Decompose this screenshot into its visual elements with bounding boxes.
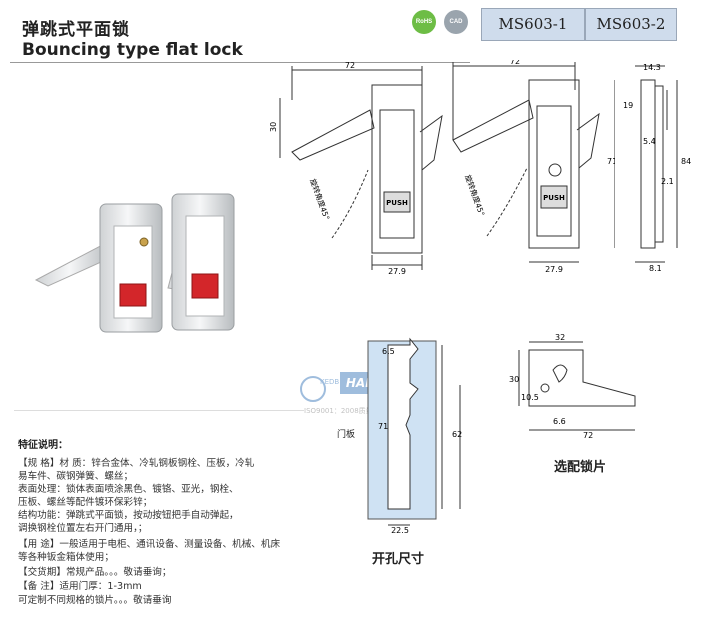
dim-length: 72 <box>583 431 593 440</box>
product-photo <box>34 193 235 333</box>
push-label: PUSH <box>543 194 565 202</box>
lockpiece-caption: 选配锁片 <box>554 460 607 475</box>
dim-thin: 2.1 <box>661 177 674 186</box>
drawing-cutout: 6.5 71 62 22.5 <box>367 337 462 535</box>
spec-line: 易车件、碳钢弹簧、螺丝； <box>18 471 134 482</box>
spec-line: 调换钢栓位置左右开门通用，； <box>18 523 148 534</box>
specs-title: 特征说明： <box>18 440 68 451</box>
logo-ring-icon <box>300 376 326 402</box>
spec-line: 可定制不同规格的锁片。。。敬请垂询 <box>18 595 172 606</box>
dim-top: 6.5 <box>382 347 395 356</box>
dim-small: 5.4 <box>643 137 656 146</box>
dim-hole: 10.5 <box>521 393 539 402</box>
spec-line: 压板、螺丝等配件镀环保彩锌； <box>18 497 153 508</box>
drawing-lockpiece: 32 30 10.5 6.6 72 <box>509 333 636 440</box>
angle-label: 旋转角度45° <box>308 177 332 221</box>
spec-line: 【交货期】常规产品。。。敬请垂询； <box>18 567 172 578</box>
dim-width: 72 <box>510 60 520 66</box>
dim-height: 30 <box>509 375 519 384</box>
model-tab-ms603-2[interactable]: MS603-2 <box>585 8 677 41</box>
dim-width: 22.5 <box>391 526 409 535</box>
spec-line: 表面处理：锁体表面喷涂黑色、镀铬、亚光，钢栓、 <box>18 484 239 495</box>
dim-height: 62 <box>452 430 462 439</box>
drawing-front-view-1: 72 30 27.9 旋转角度45° PUSH <box>270 61 443 275</box>
push-label: PUSH <box>386 199 408 207</box>
model-tab-ms603-1[interactable]: MS603-1 <box>481 8 585 41</box>
door-label: 门板 <box>337 430 356 440</box>
spec-line: 结构功能：弹跳式平面锁，按动按钮把手自动弹起， <box>18 510 239 521</box>
cad-icon: CAD <box>444 10 468 34</box>
title-chinese: 弹跳式平面锁 <box>22 20 130 40</box>
dim-inner: 71 <box>378 422 388 431</box>
spec-line: 等各种钣金箱体使用； <box>18 552 114 563</box>
spec-line: 【规 格】材 质：锌合金体、冷轧钢板钢栓、压板，冷轧 <box>18 458 255 469</box>
title-english: Bouncing type flat lock <box>22 40 243 60</box>
dim-height: 71 <box>607 157 615 166</box>
dim-offset: 19 <box>623 101 633 110</box>
specs-divider <box>14 410 304 411</box>
spec-line: 【备 注】适用门厚：1-3mm <box>18 581 142 592</box>
dim-base: 27.9 <box>388 267 406 275</box>
dim-width: 72 <box>345 61 355 70</box>
cutout-caption: 开孔尺寸 <box>372 552 425 567</box>
dim-base: 8.1 <box>649 264 662 273</box>
spec-line: 【用 途】一般适用于电柜、通讯设备、测量设备、机械、机床 <box>18 539 281 550</box>
dim-width: 32 <box>555 333 565 342</box>
dim-overall: 84 <box>681 157 691 166</box>
dim-height: 30 <box>270 122 278 132</box>
angle-label: 旋转角度45° <box>463 173 487 217</box>
dim-depth: 14.3 <box>643 63 661 72</box>
watermark-logo: KEDB <box>320 378 340 386</box>
watermark-iso: ISO9001：2008质量认证体系 <box>304 407 401 415</box>
rohs-icon: RoHS <box>412 10 436 34</box>
dim-base: 27.9 <box>545 265 563 274</box>
drawing-front-view-2: 72 71 27.9 旋转角度45° PUSH <box>452 60 615 274</box>
header-divider <box>10 62 470 63</box>
drawing-side-view: 14.3 19 5.4 84 2.1 8.1 <box>623 63 691 273</box>
dim-offset: 6.6 <box>553 417 566 426</box>
